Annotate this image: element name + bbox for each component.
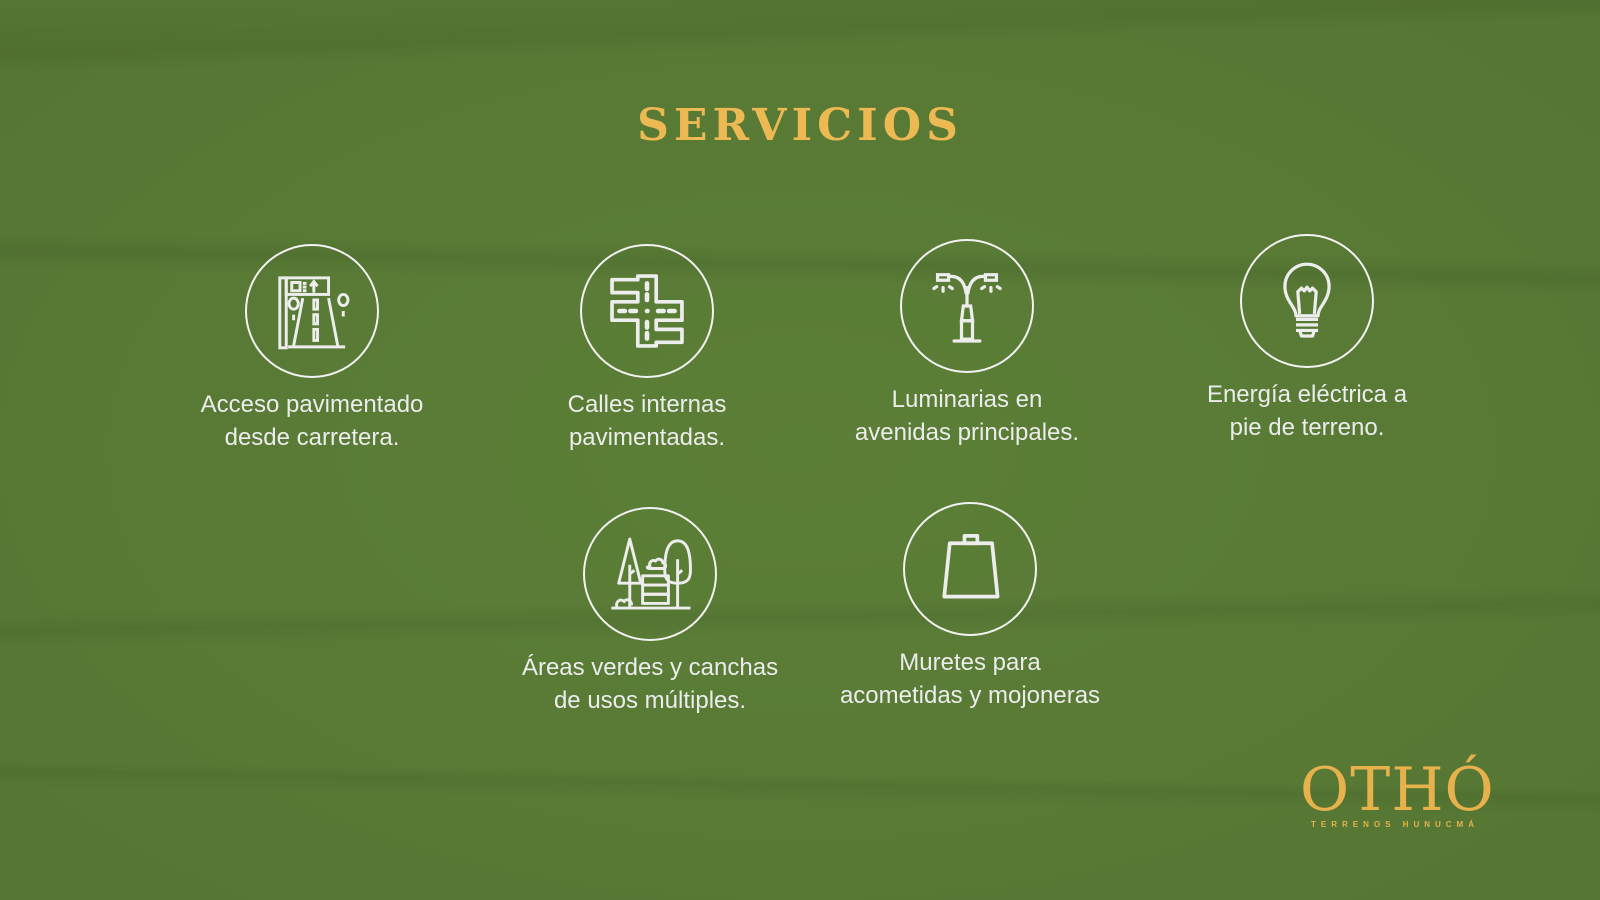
road-sign-icon <box>278 276 350 350</box>
logo-name: OTHÓ <box>1300 755 1495 825</box>
page-title: SERVICIOS <box>637 100 963 151</box>
boundary-marker-icon <box>942 534 1000 599</box>
brand-logo: OTHÓ TERRENOS HUNUCMÁ <box>1300 755 1495 829</box>
intersection-icon <box>610 274 684 348</box>
service-icon-circle <box>903 502 1037 636</box>
park-icon <box>611 537 692 610</box>
service-icon-circle <box>1240 234 1374 368</box>
lightbulb-icon <box>1283 262 1331 338</box>
service-icon-circle <box>580 244 714 378</box>
logo-subtitle: TERRENOS HUNUCMÁ <box>1311 820 1479 829</box>
service-icon-circle <box>583 507 717 641</box>
service-icon-circle <box>245 244 379 378</box>
streetlight-icon <box>932 273 1002 343</box>
service-icon-circle <box>900 239 1034 373</box>
